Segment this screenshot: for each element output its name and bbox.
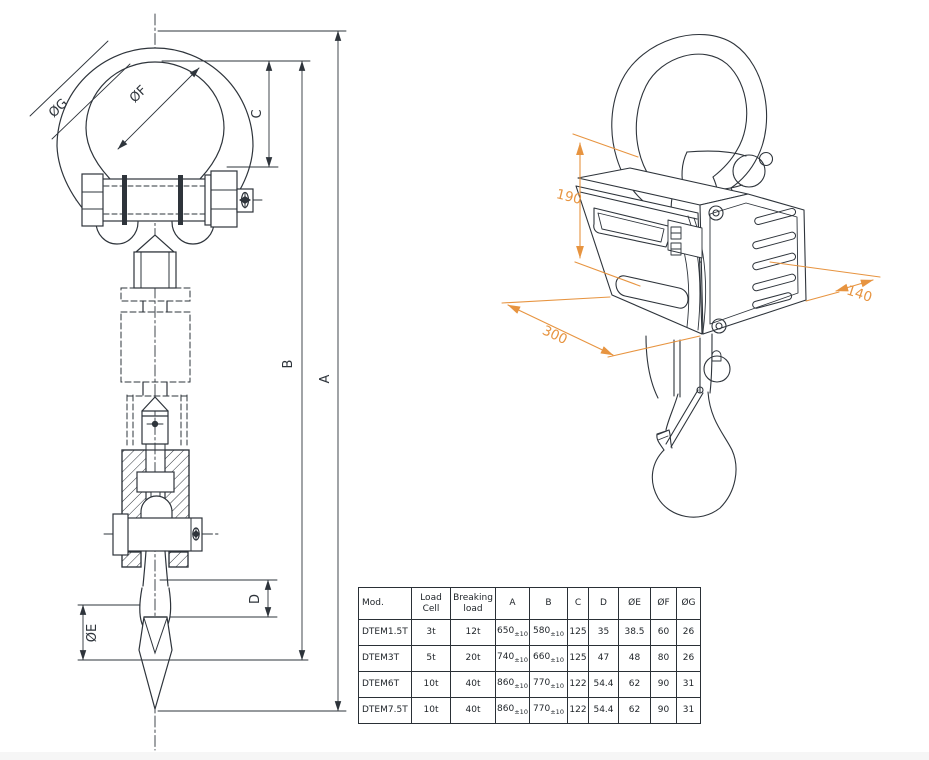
table-cell: 125	[567, 619, 589, 646]
table-cell: 40t	[450, 671, 496, 698]
table-cell: 10t	[411, 671, 451, 698]
table-header-cell: D	[588, 587, 619, 620]
dim-label-c: C	[250, 109, 265, 118]
dim-line-depth	[835, 279, 874, 292]
dim-label-height: 190	[555, 186, 584, 208]
table-cell: 31	[676, 671, 701, 698]
table-cell: 20t	[450, 645, 496, 672]
spec-table: Mod. Load Cell Breaking load A B C D ØE …	[358, 587, 701, 724]
front-view-drawing: A B C D ØE ØF ØG	[29, 13, 347, 751]
table-cell: 3t	[411, 619, 451, 646]
swivel-shank	[133, 234, 177, 289]
table-cell: 90	[650, 697, 677, 724]
dimension-lines	[79, 30, 342, 712]
dim-line-length	[507, 304, 614, 356]
dim-label-d: D	[248, 594, 263, 604]
ext-height-bottom	[574, 261, 641, 287]
table-cell: 40t	[450, 697, 496, 724]
dim-label-length: 300	[540, 323, 570, 348]
table-cell: DTEM1.5T	[358, 619, 412, 646]
iso-mount-plate	[667, 219, 703, 259]
table-header-cell: Breaking load	[450, 587, 496, 620]
table-cell: 35	[588, 619, 619, 646]
table-header-cell: A	[495, 587, 530, 620]
table-cell: 122	[567, 697, 589, 724]
table-header-cell: ØE	[618, 587, 651, 620]
page-bottom-band	[0, 752, 929, 760]
table-cell: 47	[588, 645, 619, 672]
extension-lines	[29, 30, 347, 712]
table-cell: 860±10	[495, 697, 530, 724]
load-cell-hidden-outline	[120, 287, 191, 446]
table-cell: 54.4	[588, 671, 619, 698]
table-cell: 580±10	[529, 619, 568, 646]
table-cell: 31	[676, 697, 701, 724]
table-header-cell: B	[529, 587, 568, 620]
table-cell: 740±10	[495, 645, 530, 672]
table-cell: 38.5	[618, 619, 651, 646]
hook-profile	[138, 550, 173, 712]
ext-depth-bottom	[805, 291, 840, 302]
table-cell: 48	[618, 645, 651, 672]
table-cell: 770±10	[529, 697, 568, 724]
ext-length-left	[501, 296, 611, 304]
iso-dimensions	[501, 133, 881, 358]
ext-length-right	[607, 335, 701, 358]
dim-line-of	[117, 67, 200, 150]
table-cell: DTEM7.5T	[358, 697, 412, 724]
hook-pin	[112, 513, 203, 556]
table-cell: 62	[618, 697, 651, 724]
table-cell: DTEM6T	[358, 671, 412, 698]
iso-housing	[575, 167, 807, 335]
load-cell-necks	[142, 300, 168, 396]
dim-label-oe: ØE	[85, 624, 100, 642]
table-header-cell: ØG	[676, 587, 701, 620]
dim-label-a: A	[318, 374, 333, 383]
table-cell: 860±10	[495, 671, 530, 698]
ext-height-top	[572, 133, 639, 158]
table-header-cell: Load Cell	[411, 587, 451, 620]
dim-label-depth: 140	[845, 283, 874, 306]
table-header-row: Mod. Load Cell Breaking load A B C D ØE …	[358, 587, 701, 620]
table-cell: 650±10	[495, 619, 530, 646]
table-row: DTEM1.5T 3t 12t 650±10 580±10 125 35 38.…	[358, 619, 701, 646]
iso-screw-bosses	[708, 205, 727, 334]
table-cell: 54.4	[588, 697, 619, 724]
table-cell: DTEM3T	[358, 645, 412, 672]
table-cell: 90	[650, 671, 677, 698]
table-cell: 12t	[450, 619, 496, 646]
dim-label-b: B	[281, 360, 296, 369]
table-cell: 62	[618, 671, 651, 698]
table-header-cell: C	[567, 587, 589, 620]
table-cell: 60	[650, 619, 677, 646]
table-cell: 660±10	[529, 645, 568, 672]
iso-dimension-labels: 190 300 140	[540, 186, 874, 348]
table-cell: 5t	[411, 645, 451, 672]
ext-depth-top	[769, 261, 881, 278]
table-row: DTEM3T 5t 20t 740±10 660±10 125 47 48 80…	[358, 645, 701, 672]
table-cell: 80	[650, 645, 677, 672]
shackle-pin-assembly	[81, 170, 254, 228]
table-row: DTEM6T 10t 40t 860±10 770±10 122 54.4 62…	[358, 671, 701, 698]
table-header-cell: Mod.	[358, 587, 412, 620]
table-header-cell: ØF	[650, 587, 677, 620]
iso-hook-assembly	[645, 333, 737, 518]
table-cell: 26	[676, 619, 701, 646]
table-row: DTEM7.5T 10t 40t 860±10 770±10 122 54.4 …	[358, 697, 701, 724]
table-cell: 125	[567, 645, 589, 672]
table-cell: 26	[676, 645, 701, 672]
table-cell: 770±10	[529, 671, 568, 698]
table-cell: 10t	[411, 697, 451, 724]
table-cell: 122	[567, 671, 589, 698]
cotter-pin	[236, 188, 254, 213]
isometric-view-drawing: 190 300 140	[501, 33, 881, 518]
iso-vent-slats	[752, 207, 797, 309]
